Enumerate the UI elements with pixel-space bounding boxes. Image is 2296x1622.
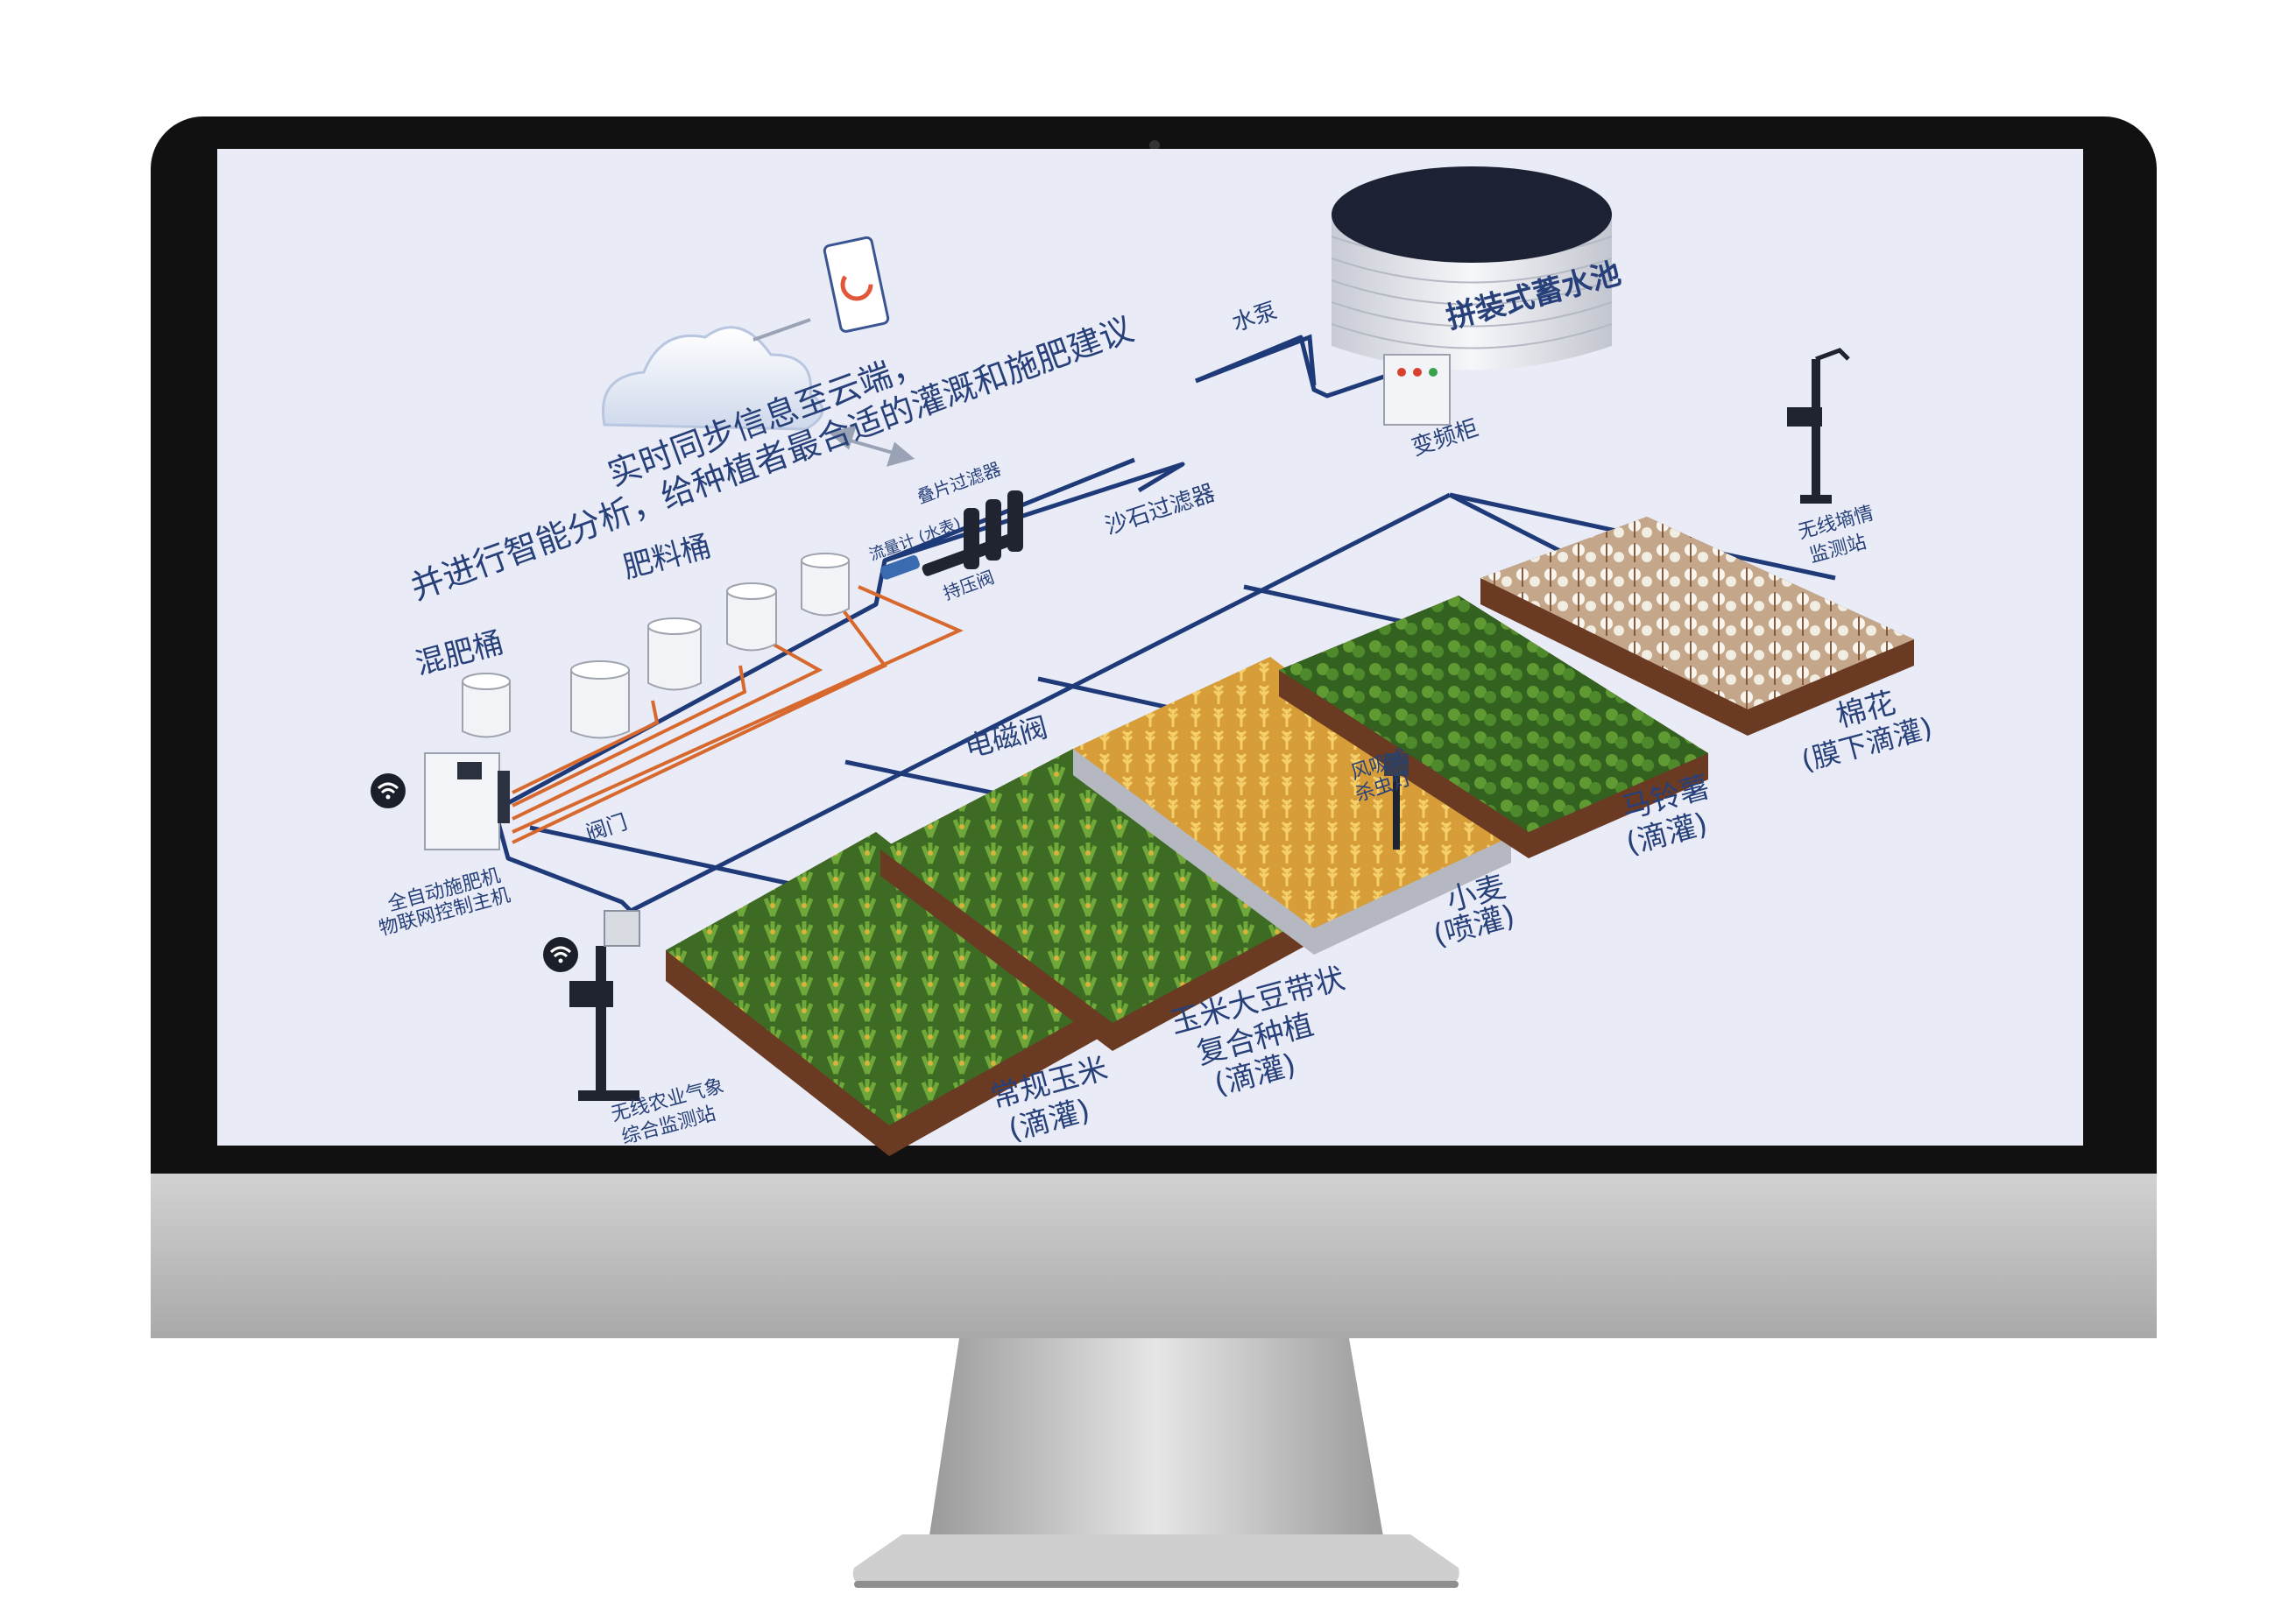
monitor-stand-base [852,1534,1459,1587]
tablet-icon [823,236,890,333]
field-corn-soybean [880,749,1305,1051]
field-wheat [1073,657,1511,955]
pump-pipe [1195,334,1317,386]
flow-meter [880,555,920,580]
monitor-chin-bottom [151,1174,2157,1338]
monitor-stand-base-edge [854,1581,1459,1588]
field-corn [666,832,1099,1156]
soil-moisture-station [1787,348,1850,504]
fertigation-controller [424,752,510,850]
monitor-stand-neck [929,1338,1384,1541]
wifi-icon-controller [371,773,406,808]
field-potato [1279,596,1708,858]
field-cotton [1480,517,1914,736]
insect-killer-lamp [1384,753,1409,850]
vfd-cabinet [1383,354,1451,426]
wifi-icon-weather [543,937,578,972]
water-reservoir-tank [1331,166,1613,370]
weather-station [569,910,640,1101]
fertilizer-buckets [462,553,850,739]
sync-arrows [752,318,915,467]
camera-dot [1149,140,1160,151]
cloud-icon [602,326,824,431]
disc-filter [922,490,1023,576]
